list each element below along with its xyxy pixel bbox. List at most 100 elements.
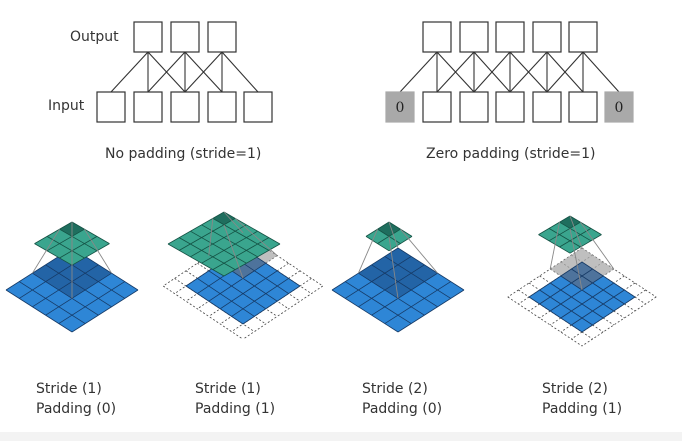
grid-line	[581, 296, 636, 333]
grid-line	[569, 234, 602, 254]
grid-line	[18, 281, 86, 324]
grid-line	[242, 285, 301, 325]
grid-line	[539, 289, 593, 326]
grid-line	[365, 236, 390, 252]
grid-line	[223, 211, 281, 245]
grid-line	[32, 264, 99, 308]
grid-line	[46, 228, 85, 252]
grid-line	[34, 243, 73, 266]
grid-line	[569, 215, 602, 235]
grid-line	[179, 237, 236, 270]
output-grid	[167, 211, 281, 277]
padding-cell	[385, 91, 415, 123]
input-label: Input	[48, 98, 85, 114]
grid-line	[549, 282, 604, 319]
panel2-padding-label: Padding (1)	[195, 401, 276, 417]
output-grid	[538, 215, 602, 254]
grid-line	[190, 224, 247, 258]
grid-line	[71, 243, 110, 266]
projection-line	[549, 222, 560, 270]
projection-line	[357, 229, 378, 274]
input-cell	[422, 91, 452, 123]
grid-line	[528, 296, 583, 333]
projection-line	[388, 236, 399, 299]
grid-line	[58, 281, 126, 324]
grid-line	[539, 268, 593, 305]
grid-line	[581, 247, 657, 298]
grid-line	[212, 218, 269, 251]
projection-line	[32, 228, 60, 274]
grid-line	[201, 230, 258, 264]
grid-line	[548, 221, 581, 242]
grid-line	[571, 268, 625, 305]
projection-line	[208, 218, 214, 256]
connection-lines	[110, 51, 259, 93]
grid-line	[559, 221, 592, 242]
output-cell	[568, 21, 598, 53]
grid-line	[331, 247, 399, 291]
grid-line	[179, 218, 236, 251]
grid-line	[167, 243, 225, 277]
grid-line	[5, 289, 73, 333]
conv-stride1-pad0	[5, 221, 139, 333]
panel1-stride-label: Stride (1)	[36, 381, 102, 397]
output-cell	[422, 21, 452, 53]
pad-value-right: 0	[615, 100, 624, 116]
grid-line	[71, 221, 110, 244]
grid-line	[538, 234, 571, 254]
projection-line	[580, 221, 615, 270]
input-grid	[331, 247, 465, 333]
grid-line	[34, 221, 73, 244]
grid-line	[208, 270, 267, 310]
grid-line	[197, 278, 255, 317]
grid-line	[549, 275, 604, 312]
grid-line	[548, 228, 581, 248]
grid-line	[397, 289, 465, 333]
output-cell	[133, 21, 163, 53]
input-cell	[459, 91, 489, 123]
grid-line	[384, 256, 452, 299]
output-active-cell	[212, 212, 236, 225]
projection-line	[223, 211, 244, 234]
input-cell	[532, 91, 562, 123]
grid-line	[190, 230, 247, 264]
grid-line	[59, 228, 98, 252]
grid-line	[358, 264, 425, 308]
grid-line	[167, 211, 225, 245]
panel3-stride-label: Stride (2)	[362, 381, 428, 397]
input-cell	[243, 91, 273, 123]
input-cell	[207, 91, 237, 123]
zero-padding-caption: Zero padding (stride=1)	[426, 146, 596, 162]
grid-line	[538, 215, 571, 235]
grid-line	[344, 281, 412, 324]
output-cell	[170, 21, 200, 53]
input-cell	[170, 91, 200, 123]
conv-stride2-pad1	[507, 215, 657, 347]
projection-line	[388, 221, 399, 249]
input-grid	[507, 247, 657, 347]
panel1-padding-label: Padding (0)	[36, 401, 117, 417]
grid-line	[507, 247, 583, 298]
input-cell	[96, 91, 126, 123]
panel4-padding-label: Padding (1)	[542, 401, 623, 417]
no-padding-diagram	[96, 21, 273, 123]
connection-lines	[399, 51, 620, 93]
padding-cell	[604, 91, 634, 123]
grid-line	[331, 289, 399, 333]
projection-line	[223, 224, 244, 279]
input-cell	[495, 91, 525, 123]
grid-line	[581, 296, 657, 347]
conv-stride1-pad1	[162, 211, 324, 340]
panel2-stride-label: Stride (1)	[195, 381, 261, 397]
grid-line	[358, 272, 425, 316]
grid-line	[384, 281, 452, 324]
zero-padding-diagram	[385, 21, 634, 123]
grid-line	[231, 278, 289, 317]
grid-line	[71, 289, 139, 333]
grid-line	[528, 261, 583, 298]
grid-line	[371, 272, 438, 316]
grid-line	[581, 261, 636, 298]
grid-line	[397, 247, 465, 291]
